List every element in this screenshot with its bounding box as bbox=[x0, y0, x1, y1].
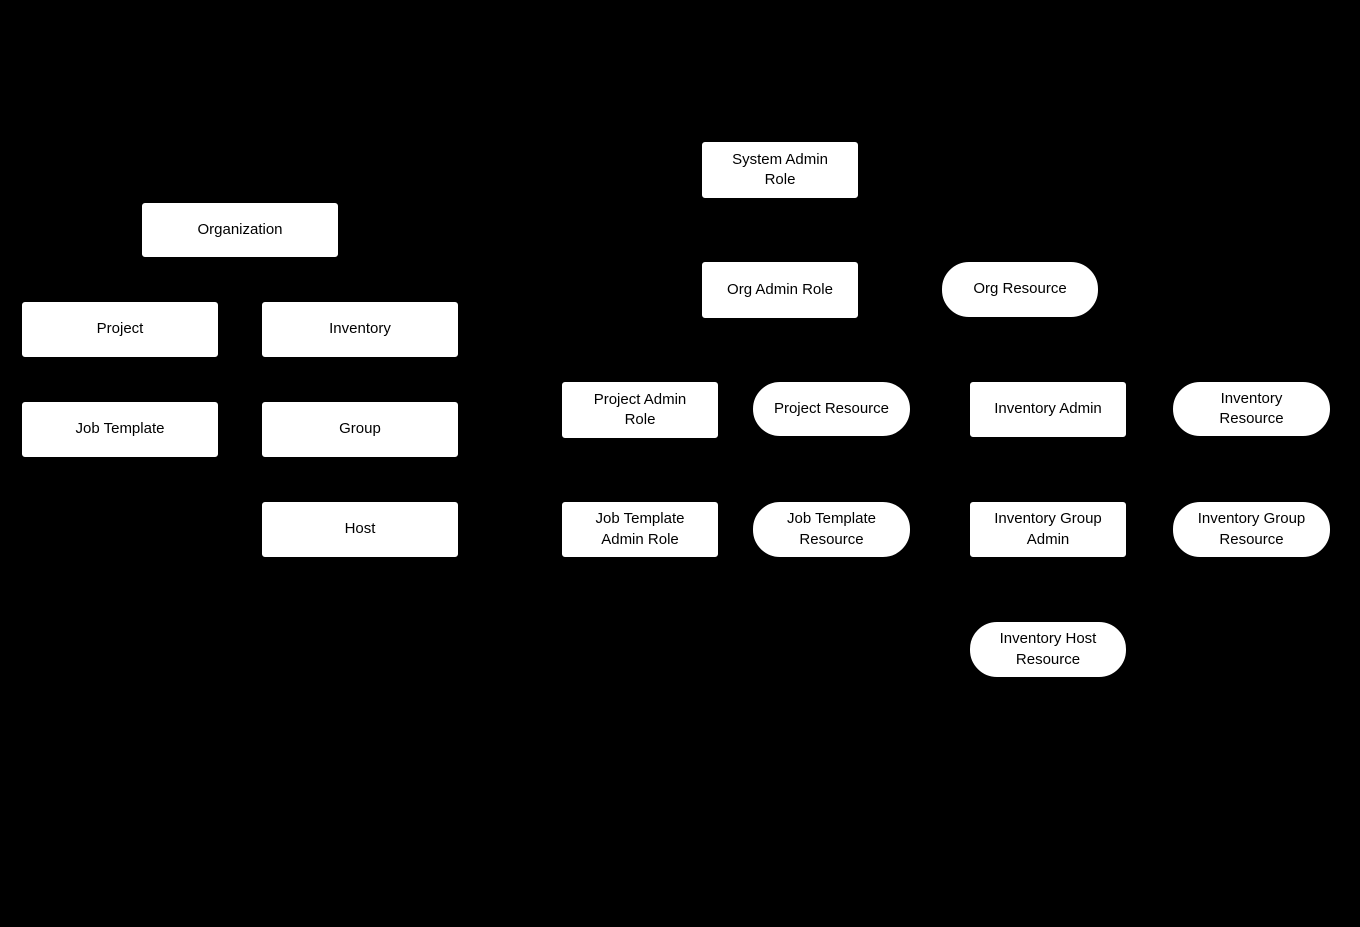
node-inventory: Inventory bbox=[261, 301, 459, 358]
node-group: Group bbox=[261, 401, 459, 458]
node-inventory-label: Inventory bbox=[329, 320, 391, 338]
node-system-admin-role-label: System Admin Role bbox=[732, 150, 828, 188]
node-host: Host bbox=[261, 501, 459, 558]
node-host-label: Host bbox=[344, 520, 376, 538]
node-system-admin-role: System Admin Role bbox=[701, 141, 859, 199]
node-job-template-resource-label: Job Template Resource bbox=[787, 510, 876, 548]
node-job-template-admin-role-label: Job Template Admin Role bbox=[595, 510, 685, 548]
node-group-label: Group bbox=[339, 420, 381, 438]
node-project-admin-role: Project Admin Role bbox=[561, 381, 719, 439]
node-org-admin-role: Org Admin Role bbox=[701, 261, 859, 319]
node-job-template-admin-role: Job Template Admin Role bbox=[561, 501, 719, 558]
node-org-resource-label: Org Resource bbox=[973, 280, 1067, 298]
node-inventory-admin-label: Inventory Admin bbox=[994, 400, 1102, 418]
node-inventory-group-admin-label: Inventory Group Admin bbox=[994, 510, 1102, 548]
node-project-resource-label: Project Resource bbox=[773, 399, 890, 417]
node-inventory-group-admin: Inventory Group Admin bbox=[969, 501, 1127, 558]
node-inventory-resource: Inventory Resource bbox=[1172, 381, 1331, 437]
node-inventory-host-resource-label: Inventory Host Resource bbox=[999, 630, 1097, 668]
node-inventory-host-resource: Inventory Host Resource bbox=[969, 621, 1127, 678]
node-job-template-resource: Job Template Resource bbox=[752, 501, 911, 558]
node-job-template-label: Job Template bbox=[75, 420, 165, 438]
node-inventory-resource-label: Inventory Resource bbox=[1219, 389, 1284, 427]
node-org-resource: Org Resource bbox=[941, 261, 1099, 318]
node-organization-label: Organization bbox=[197, 220, 283, 238]
node-project-admin-role-label: Project Admin Role bbox=[593, 390, 687, 428]
node-inventory-group-resource: Inventory Group Resource bbox=[1172, 501, 1331, 558]
node-inventory-group-resource-label: Inventory Group Resource bbox=[1197, 510, 1306, 548]
node-project: Project bbox=[21, 301, 219, 358]
node-organization: Organization bbox=[141, 202, 339, 258]
node-project-resource: Project Resource bbox=[752, 381, 911, 437]
node-job-template: Job Template bbox=[21, 401, 219, 458]
node-inventory-admin: Inventory Admin bbox=[969, 381, 1127, 438]
node-org-admin-role-label: Org Admin Role bbox=[727, 280, 833, 298]
node-project-label: Project bbox=[96, 320, 144, 338]
